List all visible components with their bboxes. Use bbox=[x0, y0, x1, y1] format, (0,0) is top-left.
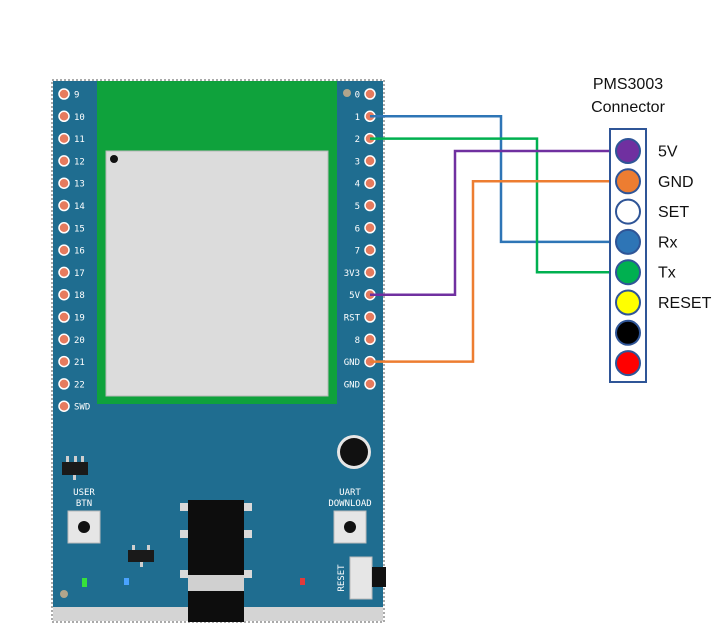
right-pin-pad bbox=[364, 266, 376, 279]
connector-pin-label: GND bbox=[658, 174, 694, 191]
left-pin-label: 16 bbox=[74, 247, 85, 257]
transistor-chip bbox=[62, 456, 88, 480]
regulator-chip bbox=[128, 545, 154, 567]
right-pin-pad bbox=[364, 88, 376, 100]
reset-label: RESET bbox=[337, 564, 347, 592]
uart-label-line2: DOWNLOAD bbox=[328, 499, 371, 509]
connector-pin-label: Rx bbox=[658, 234, 678, 251]
mount-pad bbox=[60, 590, 68, 598]
connector-title-line1: PMS3003 bbox=[593, 76, 663, 93]
right-pin-label: 4 bbox=[355, 180, 360, 190]
module-shield bbox=[105, 150, 329, 397]
left-pin-pad bbox=[58, 355, 70, 368]
wire-gnd-to-gnd bbox=[370, 180, 616, 363]
left-pin-pad bbox=[58, 244, 70, 256]
right-pin-label: GND bbox=[344, 380, 360, 390]
connector-pin bbox=[615, 138, 641, 164]
left-pin-pad bbox=[58, 266, 70, 279]
right-pin-label: RST bbox=[344, 314, 361, 324]
led-blue bbox=[124, 578, 129, 585]
wire-2-to-tx bbox=[370, 137, 616, 274]
connector-pin bbox=[615, 168, 641, 195]
left-pin-pad bbox=[58, 110, 70, 123]
left-pin-pad bbox=[58, 288, 70, 301]
left-pin-label: 13 bbox=[74, 180, 85, 190]
right-pin-pad bbox=[364, 199, 376, 212]
right-pin-label: 0 bbox=[355, 91, 360, 101]
left-pin-label: 12 bbox=[74, 157, 85, 167]
connector-title-line2: Connector bbox=[591, 99, 665, 116]
connector-pin bbox=[615, 319, 641, 346]
usb-connector bbox=[180, 500, 252, 622]
left-pin-label: 14 bbox=[74, 202, 85, 212]
user-btn-label-line1: USER bbox=[73, 488, 95, 498]
buzzer bbox=[340, 438, 368, 466]
right-pin-pad bbox=[364, 333, 376, 346]
left-pin-pad bbox=[58, 333, 70, 346]
connector-pin bbox=[615, 228, 641, 255]
right-pin-label: 3V3 bbox=[344, 269, 360, 279]
led-red bbox=[300, 578, 305, 585]
wires bbox=[370, 115, 616, 363]
right-pin-pad bbox=[364, 244, 376, 256]
connector-pin bbox=[615, 198, 641, 225]
connector-pin-label: 5V bbox=[658, 144, 678, 161]
left-pin-label: 18 bbox=[74, 291, 85, 301]
led-green bbox=[82, 578, 87, 587]
connector-pin-label: SET bbox=[658, 204, 689, 221]
right-pin-pad bbox=[364, 378, 376, 390]
uart-download-button[interactable] bbox=[333, 510, 367, 544]
right-pin-pad bbox=[364, 177, 376, 189]
connector-pin bbox=[615, 289, 641, 316]
right-pin-label: 2 bbox=[355, 135, 360, 145]
right-pin-label: 8 bbox=[355, 336, 360, 346]
left-pin-label: 20 bbox=[74, 336, 85, 346]
left-pin-pad bbox=[58, 88, 70, 100]
left-pin-pad bbox=[58, 177, 70, 189]
left-pin-label: 21 bbox=[74, 358, 85, 368]
left-pin-pad bbox=[58, 199, 70, 212]
right-pin-label: 5 bbox=[355, 202, 360, 212]
right-pin-label: 3 bbox=[355, 157, 360, 167]
uart-label-line1: UART bbox=[339, 488, 361, 498]
right-pin-label: 1 bbox=[355, 113, 360, 123]
connector-pin-label: RESET bbox=[658, 295, 712, 312]
right-pin-label: 7 bbox=[355, 247, 360, 257]
connector-pin bbox=[615, 350, 641, 377]
left-pin-label: SWD bbox=[74, 403, 90, 413]
right-pin-pad bbox=[364, 311, 376, 323]
left-pin-label: 15 bbox=[74, 224, 85, 234]
connector-pin-label: Tx bbox=[658, 265, 676, 282]
left-pin-label: 17 bbox=[74, 269, 85, 279]
module-pin1-dot bbox=[110, 155, 118, 163]
right-pin-label: 5V bbox=[349, 291, 360, 301]
reset-button[interactable] bbox=[349, 556, 386, 600]
right-pin-pad bbox=[364, 222, 376, 234]
left-pin-label: 9 bbox=[74, 91, 79, 101]
left-pin-pad bbox=[58, 400, 70, 412]
left-pin-pad bbox=[58, 132, 70, 145]
corner-pad bbox=[343, 89, 351, 97]
right-pin-label: 6 bbox=[355, 224, 360, 234]
right-pin-pad bbox=[364, 155, 376, 167]
left-pin-pad bbox=[58, 378, 70, 390]
left-pin-label: 22 bbox=[74, 380, 85, 390]
left-pin-label: 10 bbox=[74, 113, 85, 123]
connector-pin bbox=[615, 259, 641, 286]
left-pin-pad bbox=[58, 155, 70, 167]
left-pin-pad bbox=[58, 311, 70, 323]
wire-5v-to-5v bbox=[370, 149, 616, 296]
right-pin-label: GND bbox=[344, 358, 360, 368]
left-pin-pad bbox=[58, 222, 70, 234]
wire-1-to-rx bbox=[370, 115, 616, 244]
left-pin-label: 11 bbox=[74, 135, 85, 145]
left-pin-label: 19 bbox=[74, 314, 85, 324]
user-btn-label-line2: BTN bbox=[76, 499, 92, 509]
user-button[interactable] bbox=[67, 510, 101, 544]
